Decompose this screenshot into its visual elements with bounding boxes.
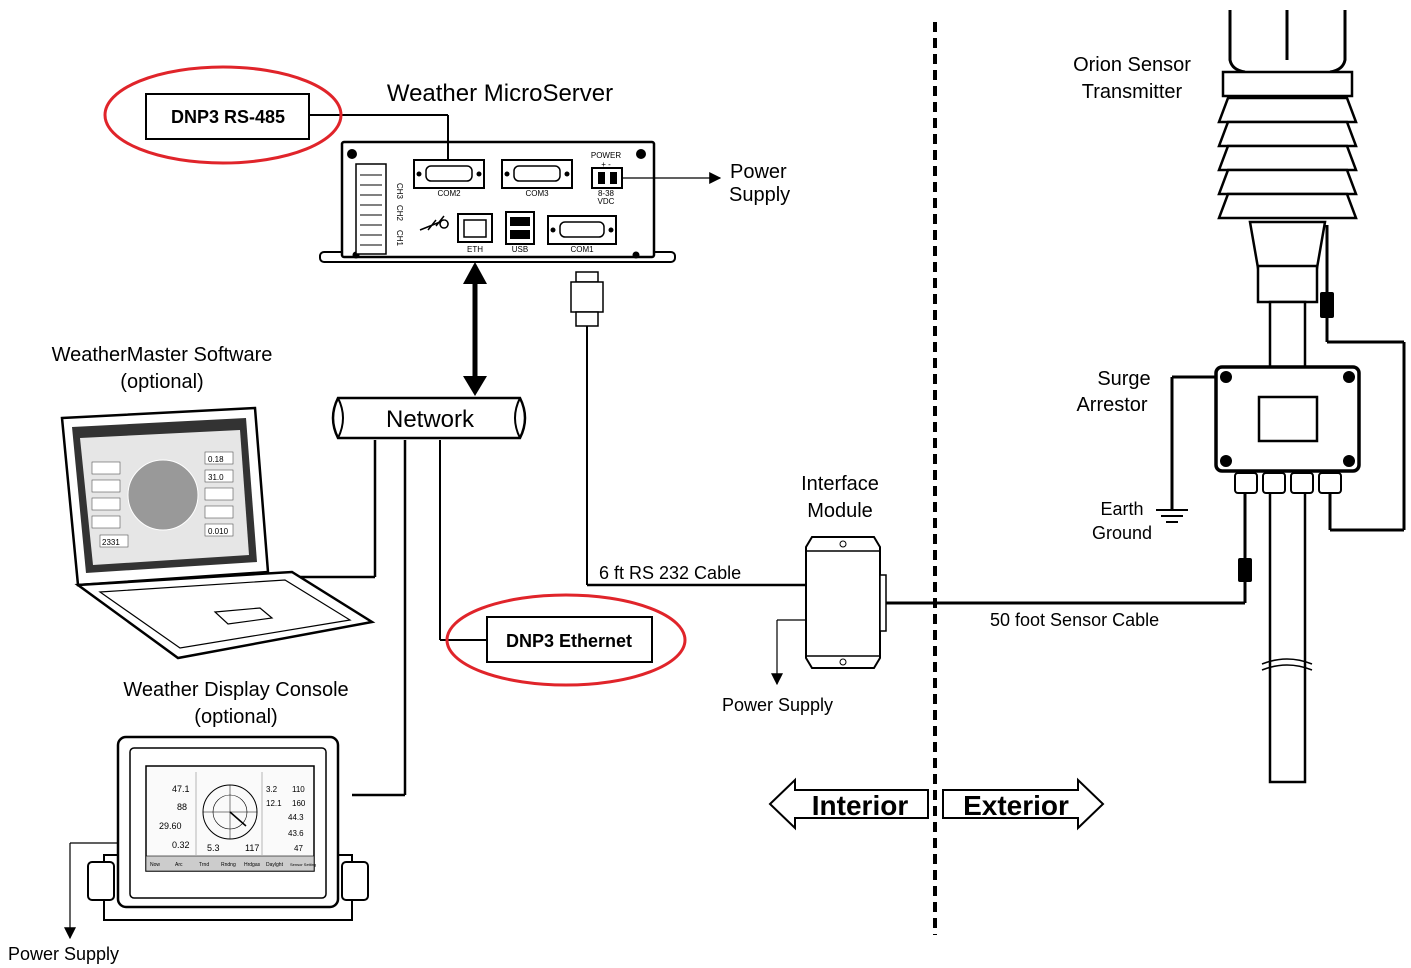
svg-text:COM1: COM1 — [570, 245, 594, 254]
svg-text:DNP3 Ethernet: DNP3 Ethernet — [506, 631, 632, 651]
svg-text:Surge: Surge — [1097, 368, 1150, 390]
svg-text:(optional): (optional) — [194, 706, 277, 728]
svg-text:29.60: 29.60 — [159, 821, 182, 831]
surge-arrestor: Surge Arrestor Earth Ground — [1076, 365, 1361, 543]
interior-arrow: Interior — [768, 777, 929, 831]
svg-text:Supply: Supply — [729, 184, 790, 206]
svg-text:Earth: Earth — [1100, 499, 1143, 519]
svg-text:8-38: 8-38 — [598, 189, 615, 198]
svg-text:160: 160 — [292, 799, 306, 808]
svg-text:50 foot Sensor Cable: 50 foot Sensor Cable — [990, 610, 1159, 630]
dnp3-rs485: DNP3 RS-485 — [103, 65, 449, 165]
dnp3-ethernet: DNP3 Ethernet — [445, 593, 687, 687]
usb-port — [505, 211, 535, 245]
svg-text:Arrestor: Arrestor — [1076, 394, 1147, 416]
svg-text:3.2: 3.2 — [266, 785, 278, 794]
svg-text:Orion Sensor: Orion Sensor — [1073, 54, 1191, 76]
interface-module: Interface Module Power Supply — [722, 473, 887, 715]
rs232-plug: 6 ft RS 232 Cable — [570, 271, 806, 587]
svg-text:Arc: Arc — [175, 862, 183, 868]
svg-text:12.1: 12.1 — [266, 799, 282, 808]
network-label: Network — [386, 406, 475, 433]
ch1-label: CH1 — [395, 230, 404, 247]
power-terminal — [591, 167, 623, 189]
svg-text:ETH: ETH — [467, 245, 483, 254]
svg-text:COM2: COM2 — [437, 189, 461, 198]
svg-text:0.18: 0.18 — [208, 455, 224, 464]
svg-text:Module: Module — [807, 500, 873, 522]
svg-text:Hrdgas: Hrdgas — [244, 862, 261, 868]
exterior-arrow: Exterior — [942, 777, 1105, 831]
highlight-ellipse — [103, 65, 343, 165]
chassis-ground-icon — [419, 215, 449, 231]
rs232-cable-label: 6 ft RS 232 Cable — [599, 563, 741, 583]
svg-text:Sensor Setting: Sensor Setting — [290, 862, 316, 867]
svg-text:117: 117 — [245, 843, 259, 853]
svg-text:0.010: 0.010 — [208, 527, 229, 536]
svg-text:Power: Power — [730, 161, 787, 183]
svg-text:0.32: 0.32 — [172, 840, 190, 850]
svg-text:Exterior: Exterior — [963, 790, 1069, 821]
svg-text:COM3: COM3 — [525, 189, 549, 198]
svg-text:Interface: Interface — [801, 473, 879, 495]
network-link-arrow — [463, 262, 487, 396]
svg-text:USB: USB — [512, 245, 528, 254]
svg-text:POWER: POWER — [591, 151, 621, 160]
svg-text:DNP3 RS-485: DNP3 RS-485 — [171, 107, 285, 127]
microserver-power: Power Supply — [622, 161, 790, 206]
svg-text:Daylght: Daylght — [266, 862, 284, 868]
svg-text:Trnd: Trnd — [199, 862, 209, 868]
ch2-label: CH2 — [395, 205, 404, 222]
highlight-ellipse — [445, 593, 687, 687]
svg-text:Power Supply: Power Supply — [8, 944, 119, 964]
svg-text:88: 88 — [177, 802, 187, 812]
network-bus: Network — [292, 396, 527, 797]
svg-text:47.1: 47.1 — [172, 784, 190, 794]
svg-text:31.0: 31.0 — [208, 473, 224, 482]
svg-text:Weather Display Console: Weather Display Console — [123, 679, 348, 701]
ch3-label: CH3 — [395, 183, 404, 200]
weather-display-console: Weather Display Console (optional) 47.1 … — [8, 679, 369, 964]
svg-text:Interior: Interior — [812, 790, 909, 821]
svg-text:+ -: + - — [601, 160, 611, 169]
svg-text:(optional): (optional) — [120, 371, 203, 393]
svg-text:2331: 2331 — [102, 538, 120, 547]
svg-text:WeatherMaster Software: WeatherMaster Software — [52, 344, 273, 366]
svg-text:Transmitter: Transmitter — [1082, 81, 1183, 103]
svg-text:Rndng: Rndng — [221, 862, 236, 868]
svg-text:VDC: VDC — [598, 197, 615, 206]
svg-text:5.3: 5.3 — [207, 843, 220, 853]
console-tabs: Now Arc Trnd Rndng Hrdgas Daylght Sensor… — [150, 862, 316, 868]
svg-text:44.3: 44.3 — [288, 813, 304, 822]
microserver-title: Weather MicroServer — [387, 80, 613, 107]
weathermaster-laptop: WeatherMaster Software (optional) 0.18 3… — [52, 344, 376, 660]
svg-text:47: 47 — [294, 844, 303, 853]
microserver: Weather MicroServer CH3 CH2 CH1 COM2 COM… — [319, 80, 676, 263]
sensor-cable: 50 foot Sensor Cable — [886, 490, 1252, 630]
svg-text:Ground: Ground — [1092, 523, 1152, 543]
svg-text:Power Supply: Power Supply — [722, 695, 833, 715]
svg-text:43.6: 43.6 — [288, 829, 304, 838]
svg-text:110: 110 — [292, 785, 305, 794]
svg-text:Now: Now — [150, 862, 160, 868]
